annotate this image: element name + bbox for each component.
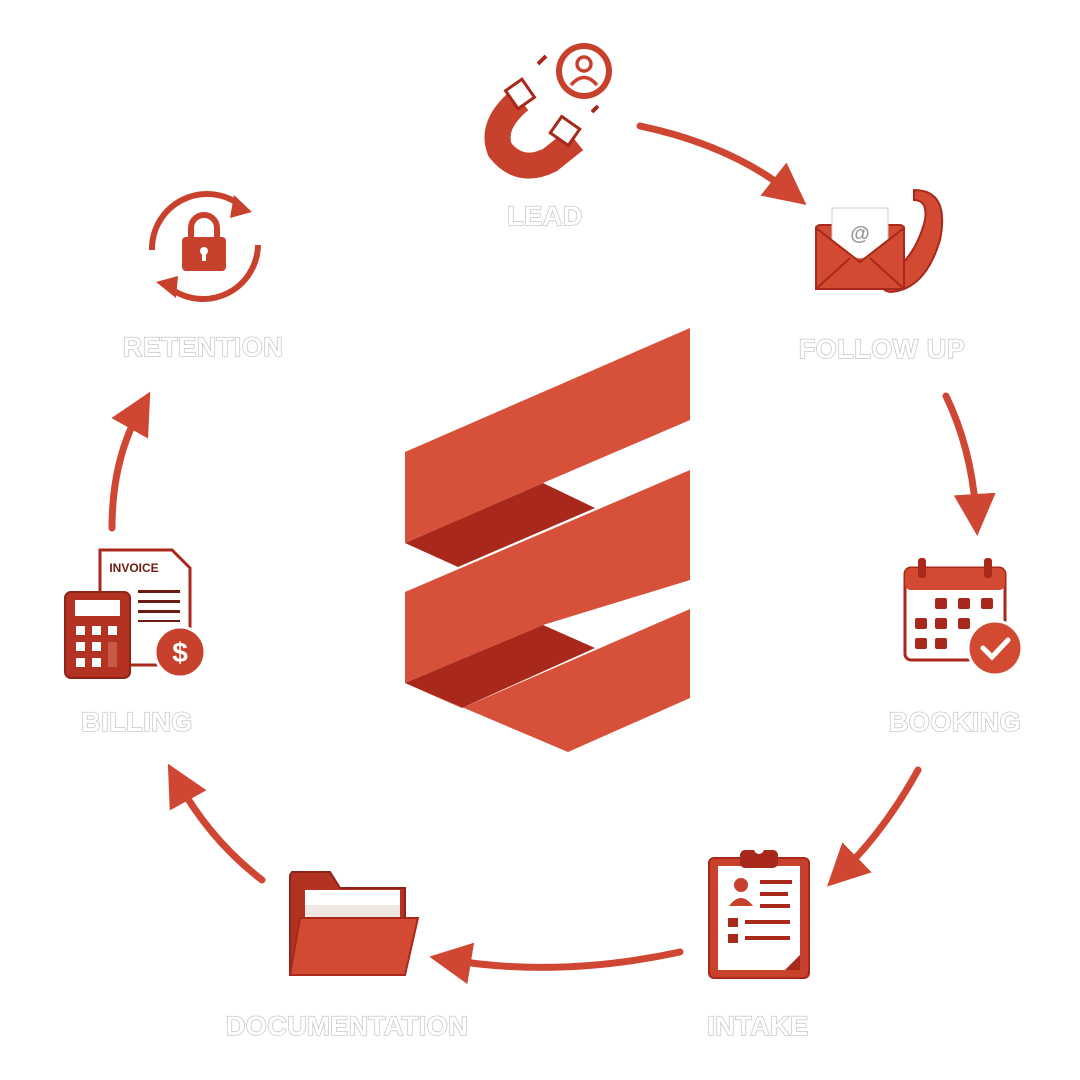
arrow-followup-to-booking: [942, 392, 996, 536]
logo-band-top: [405, 328, 690, 543]
logo-band-middle: [405, 470, 690, 683]
stage-label-intake: INTAKE: [707, 1011, 809, 1041]
arrow-intake-to-documentation: [429, 942, 684, 985]
stage-label-billing: BILLING: [81, 707, 193, 737]
folder-icon: [288, 871, 420, 976]
lock-cycle-icon: [148, 191, 261, 302]
arrow-documentation-to-billing: [167, 763, 266, 884]
magnet-user-icon: [484, 43, 612, 179]
logo-fold-shadow-1: [405, 483, 595, 567]
clipboard-form-icon: [708, 844, 810, 979]
dollar-symbol: $: [172, 637, 188, 668]
invoice-calculator-icon: INVOICE $: [64, 548, 207, 679]
arrow-lead-to-followup: [636, 122, 807, 205]
stage-label-documentation: DOCUMENTATION: [226, 1011, 468, 1041]
stage-label-lead: LEAD: [507, 201, 583, 231]
stage-label-follow-up: FOLLOW UP: [799, 334, 965, 364]
arrow-billing-to-retention: [108, 391, 151, 532]
stage-label-retention: RETENTION: [123, 332, 284, 362]
email-at-symbol: @: [850, 223, 870, 245]
invoice-label: INVOICE: [109, 561, 158, 575]
envelope-phone-icon: @: [815, 188, 944, 294]
logo-band-bottom: [405, 609, 690, 752]
stage-label-booking: BOOKING: [889, 707, 1022, 737]
logo-fold-shadow-2: [405, 625, 595, 708]
center-logo: [405, 328, 690, 752]
calendar-check-icon: [903, 558, 1024, 677]
arrow-booking-to-intake: [826, 766, 922, 887]
